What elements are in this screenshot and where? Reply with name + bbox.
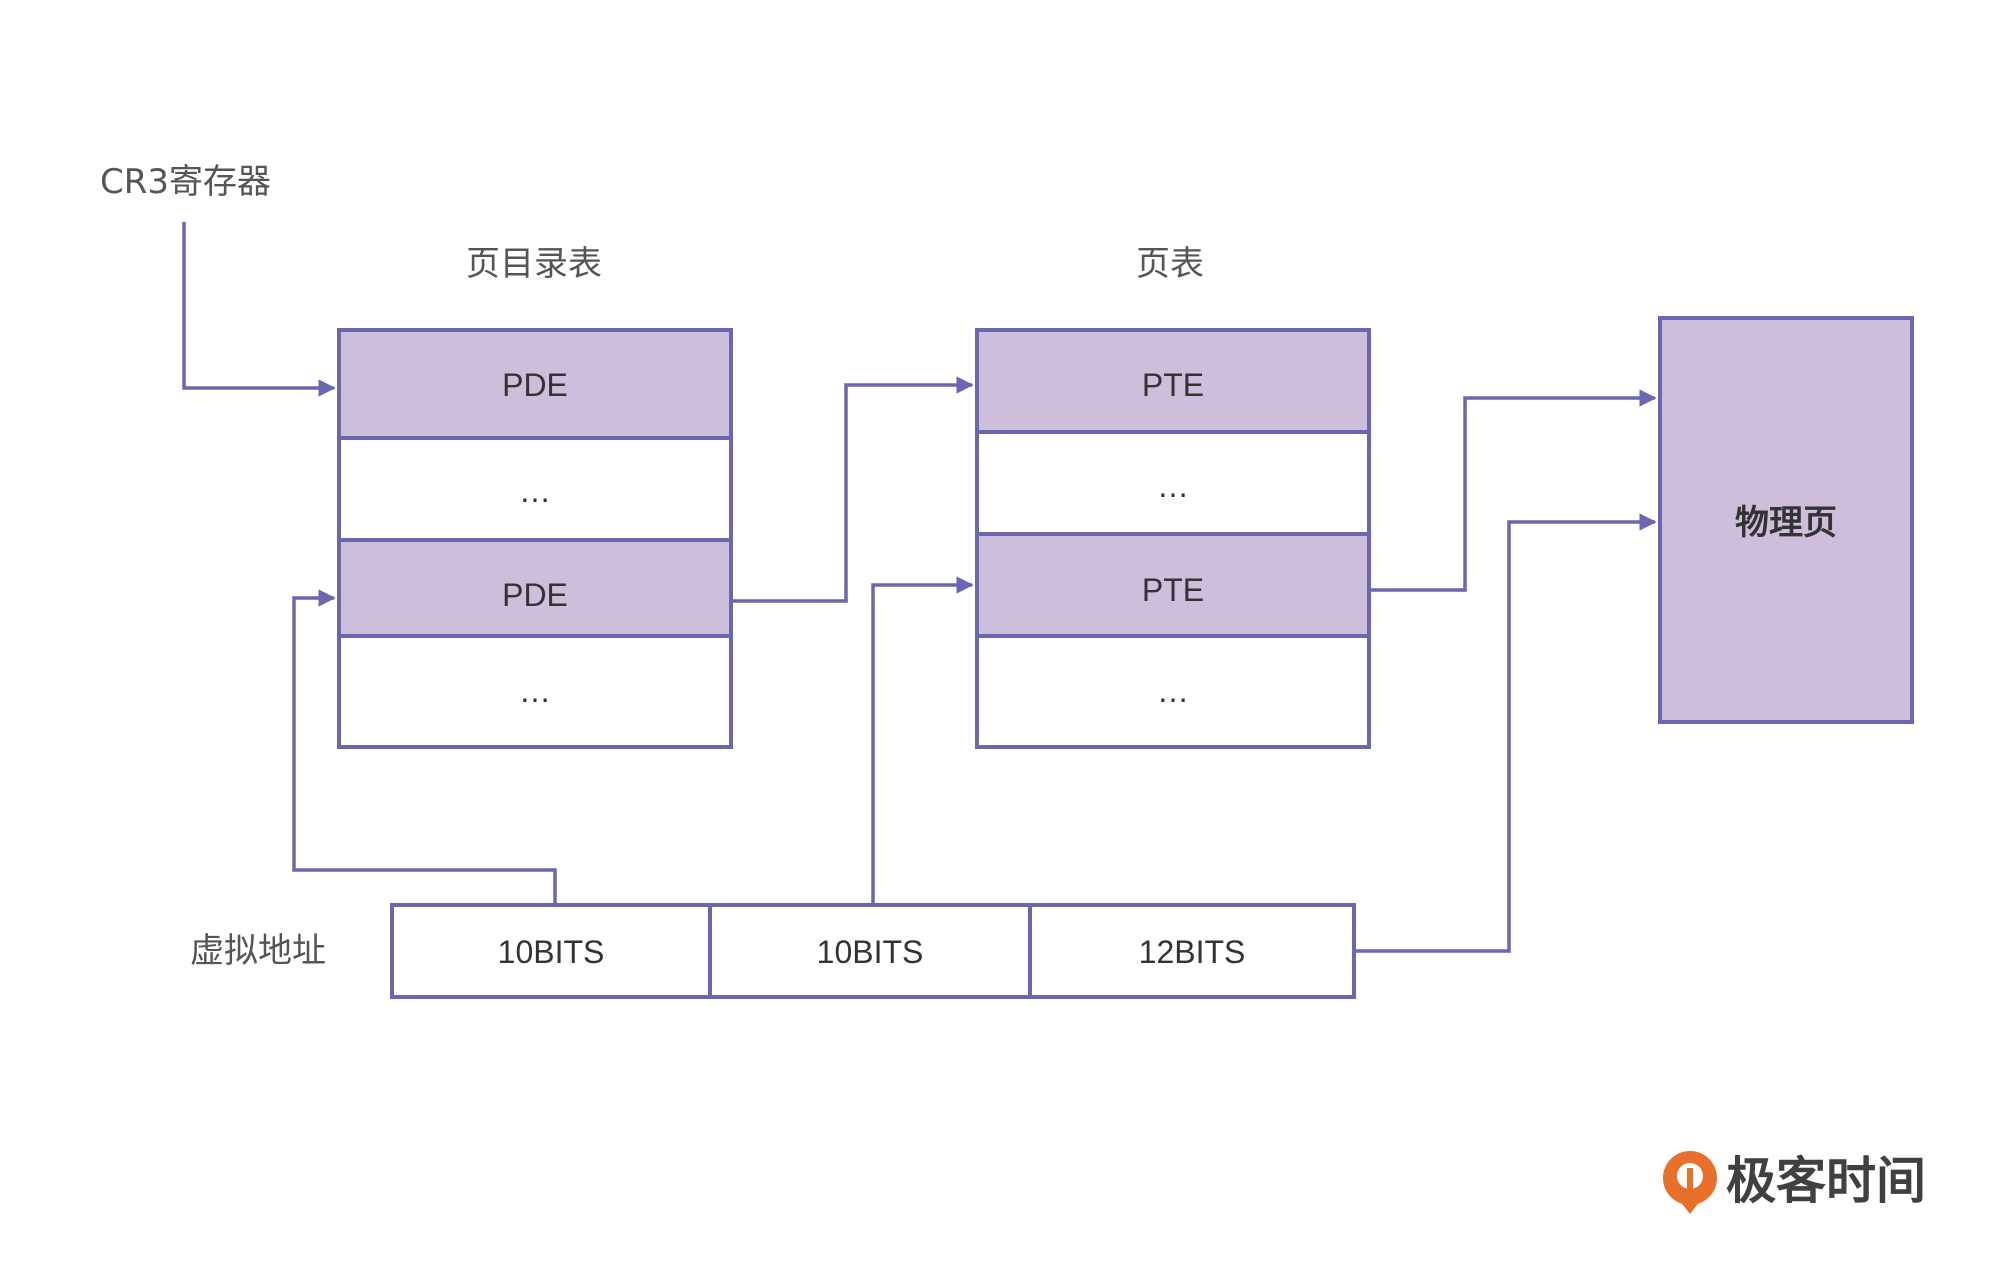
virtual-address-label: 虚拟地址 [190,931,326,971]
pde-label-3: … [519,673,551,709]
pde-to-pte-arrow [731,376,974,603]
geektime-logo-icon [1663,1151,1717,1214]
va-field-label-1: 10BITS [817,934,924,970]
pte-cell-1 [975,430,1371,536]
pde-label-0: PDE [502,367,568,403]
geektime-logo-text: 极客时间 [1726,1152,1926,1210]
pde-cell-0 [337,328,733,440]
page-table-title: 页表 [1136,244,1204,284]
va-dir-index-arrow [292,589,557,905]
page-directory-title: 页目录表 [466,244,602,284]
physical-page-box [1658,316,1914,724]
page-table: PTE … PTE … [975,328,1371,749]
pte-cell-3 [975,634,1371,749]
va-offset-arrow [1354,513,1657,953]
pte-label-0: PTE [1142,367,1204,403]
pte-to-physical-page-arrow [1369,389,1657,592]
va-field-0 [390,903,712,999]
page-directory-table: PDE … PDE … [337,328,733,749]
cr3-to-pde-arrow [182,222,336,397]
va-field-label-2: 12BITS [1139,934,1246,970]
pde-label-2: PDE [502,577,568,613]
pte-label-2: PTE [1142,572,1204,608]
pte-label-1: … [1157,468,1189,504]
va-field-2 [1028,903,1356,999]
va-field-label-0: 10BITS [498,934,605,970]
geektime-logo: 极客时间 [1663,1151,1926,1214]
pde-cell-3 [337,634,733,749]
va-table-index-arrow [871,576,974,905]
virtual-address-bar: 10BITS 10BITS 12BITS [390,903,1356,999]
pde-label-1: … [519,473,551,509]
physical-page-label: 物理页 [1735,503,1837,543]
pte-label-3: … [1157,673,1189,709]
pde-cell-1 [337,436,733,542]
cr3-register-label: CR3寄存器 [100,162,271,202]
